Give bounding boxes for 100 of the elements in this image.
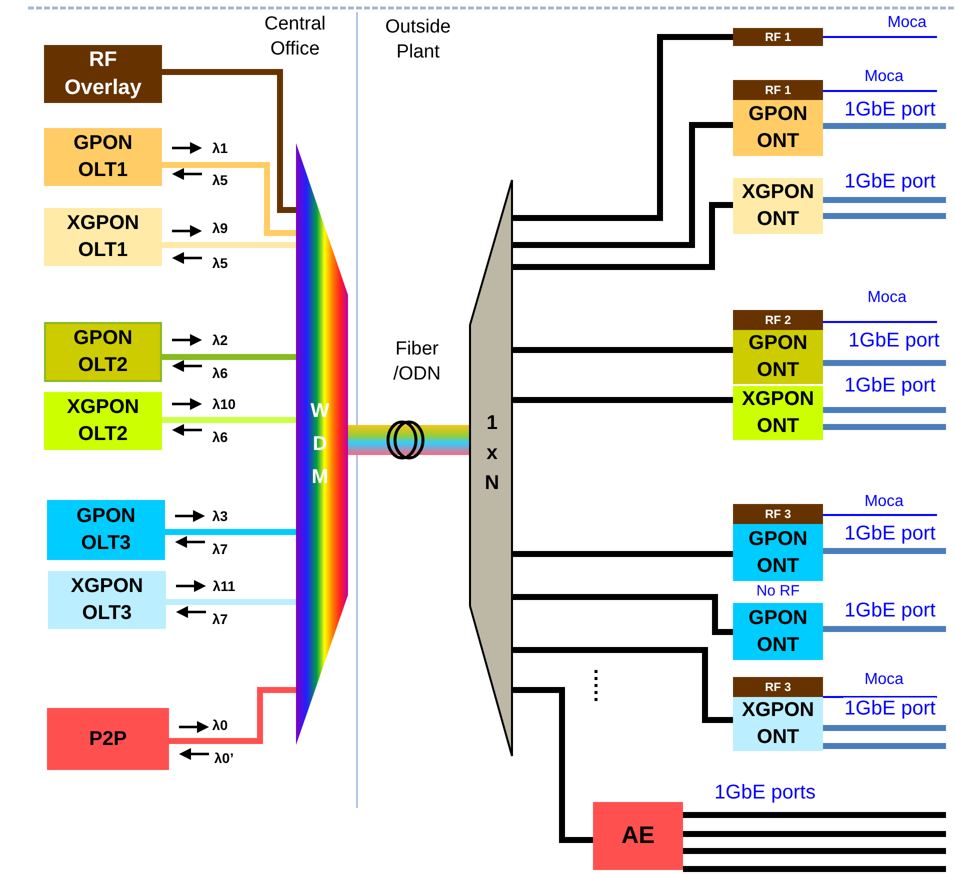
edge-label: 1GbE port — [843, 600, 937, 622]
node-note: No RF — [756, 582, 800, 600]
wavelength-label: λ3 — [212, 506, 228, 526]
node-label: RF 2 — [764, 314, 791, 326]
fiber-line — [512, 347, 733, 353]
wavelength-label: λ7 — [212, 540, 228, 558]
node-label: RF 3 — [764, 681, 791, 693]
node-label: XGPON OLT2 — [66, 395, 140, 447]
process-box — [593, 802, 683, 870]
port-line — [823, 743, 946, 749]
port-line — [823, 548, 946, 554]
rf-tag — [733, 310, 823, 330]
node-label: XGPON OLT1 — [66, 211, 140, 263]
fiber-line — [166, 599, 296, 605]
rf-tag — [733, 677, 823, 697]
port-line — [823, 626, 946, 632]
node-label: RF 1 — [764, 84, 791, 96]
node-label: GPON OLT2 — [72, 326, 134, 378]
process-box — [733, 697, 823, 751]
node-label: XGPON ONT — [740, 387, 816, 439]
edge-label: 1GbE ports — [713, 782, 817, 804]
edge-label: 1GbE port — [843, 374, 937, 398]
fiber-line — [162, 354, 296, 360]
process-box — [44, 128, 162, 186]
wavelength-label: λ11 — [212, 576, 236, 596]
process-box — [733, 330, 823, 384]
node-label: GPON OLT1 — [72, 131, 134, 183]
node-label: XGPON ONT — [740, 698, 816, 750]
node-label: AE — [621, 820, 655, 851]
node-label: XGPON OLT3 — [70, 574, 144, 626]
edge-label: 1GbE port — [843, 698, 937, 720]
process-box — [47, 708, 169, 770]
fiber-line — [512, 397, 733, 403]
fiber-line — [169, 687, 296, 744]
port-line — [823, 123, 946, 129]
port-line — [823, 36, 937, 38]
fiber-line — [512, 202, 733, 270]
wavelength-label: λ6 — [212, 428, 228, 446]
wavelength-label: λ7 — [212, 610, 228, 628]
region-label: Outside Plant — [384, 15, 452, 64]
node-label: XGPON ONT — [740, 180, 816, 232]
node-label: P2P — [89, 726, 127, 752]
node-label: RF Overlay — [63, 46, 143, 101]
fiber-label: Fiber /ODN — [392, 337, 442, 386]
wavelength-label: λ5 — [212, 170, 228, 190]
node-label: GPON ONT — [748, 331, 808, 383]
port-line — [823, 360, 946, 366]
splitter-label: 1 x N — [484, 411, 500, 496]
port-line — [823, 321, 937, 323]
process-box — [733, 386, 823, 440]
fiber-line — [512, 647, 733, 723]
port-line — [823, 90, 937, 92]
node-label: RF 3 — [764, 508, 791, 520]
rf-tag — [733, 28, 823, 46]
node-label: RF 1 — [764, 31, 791, 43]
port-line — [683, 812, 946, 818]
wavelength-label: λ1 — [212, 138, 228, 158]
port-line — [823, 407, 946, 413]
port-line — [823, 197, 946, 203]
process-box — [47, 500, 165, 560]
wavelength-label: λ5 — [212, 254, 228, 272]
port-line — [683, 831, 946, 837]
node-label: GPON ONT — [748, 526, 808, 578]
fiber-line — [512, 122, 733, 248]
port-line — [823, 213, 946, 219]
fiber-line — [512, 551, 733, 557]
process-box — [44, 322, 162, 382]
wavelength-label: λ10 — [212, 394, 236, 414]
wavelength-label: λ0’ — [214, 748, 234, 768]
wavelength-label: λ9 — [212, 218, 228, 238]
fiber-line — [512, 687, 593, 843]
node-label: GPON OLT3 — [76, 504, 136, 556]
edge-label: 1GbE port — [843, 98, 937, 122]
fiber-line — [512, 34, 733, 221]
rf-tag — [733, 80, 823, 100]
fiber-line — [165, 529, 296, 535]
port-line — [823, 725, 946, 731]
node-label: GPON ONT — [748, 606, 808, 658]
wavelength-label: λ6 — [212, 364, 228, 382]
wavelength-label: λ0 — [212, 716, 228, 734]
process-box — [48, 571, 166, 629]
edge-label: 1GbE port — [847, 330, 941, 352]
fiber-line — [162, 242, 296, 248]
wavelength-label: λ2 — [212, 330, 228, 350]
process-box — [733, 178, 823, 234]
port-line — [823, 696, 937, 698]
fiber-band — [348, 425, 470, 455]
port-line — [823, 514, 937, 516]
process-box — [44, 45, 162, 103]
fiber-line — [162, 417, 296, 423]
fiber-line — [162, 162, 296, 236]
edge-label: 1GbE port — [843, 522, 937, 546]
port-line — [683, 848, 946, 854]
rf-tag — [733, 504, 823, 524]
port-line — [823, 424, 946, 430]
process-box — [733, 100, 823, 156]
node-label: GPON ONT — [748, 102, 808, 154]
process-box — [44, 392, 162, 450]
port-line — [683, 866, 946, 872]
region-label: Central Office — [263, 12, 327, 61]
